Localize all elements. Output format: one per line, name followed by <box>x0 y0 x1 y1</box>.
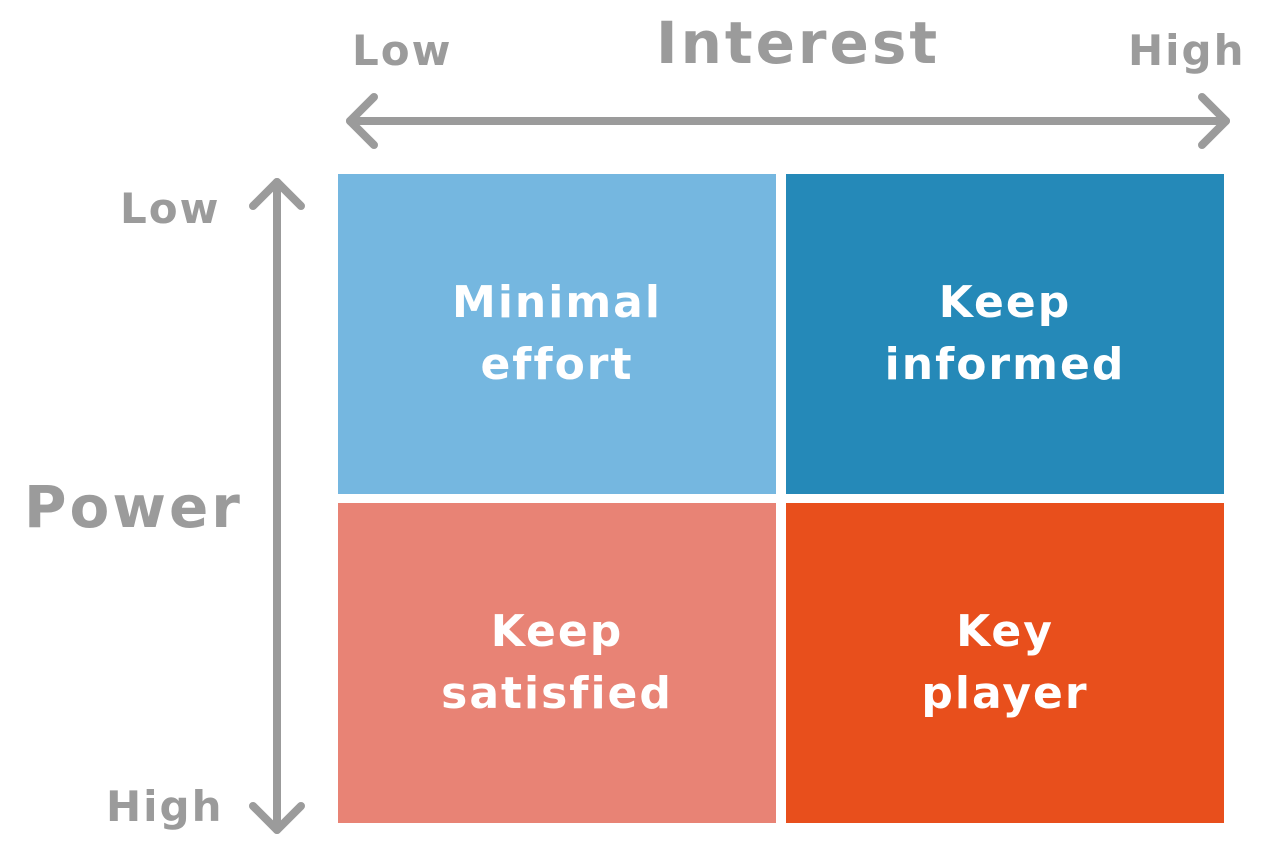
power-axis-title: Power <box>24 473 243 541</box>
power-low-label: Low <box>120 184 221 233</box>
interest-axis-title: Interest <box>656 9 941 77</box>
power-down-arrowhead-icon <box>249 802 305 834</box>
power-up-arrowhead-icon <box>249 178 305 210</box>
interest-low-label: Low <box>352 26 453 75</box>
quadrant-minimal-effort: Minimal effort <box>338 174 776 494</box>
interest-high-label: High <box>1128 26 1246 75</box>
quadrant-keep-satisfied: Keep satisfied <box>338 503 776 823</box>
quadrant-label: Keep informed <box>884 277 1126 390</box>
quadrant-label: Minimal effort <box>452 277 662 390</box>
quadrant-keep-informed: Keep informed <box>786 174 1224 494</box>
power-high-label: High <box>106 782 224 831</box>
quadrant-key-player: Key player <box>786 503 1224 823</box>
quadrant-label: Key player <box>921 606 1089 719</box>
interest-left-arrowhead-icon <box>346 93 378 149</box>
interest-right-arrowhead-icon <box>1198 93 1230 149</box>
quadrant-label: Keep satisfied <box>441 606 673 719</box>
